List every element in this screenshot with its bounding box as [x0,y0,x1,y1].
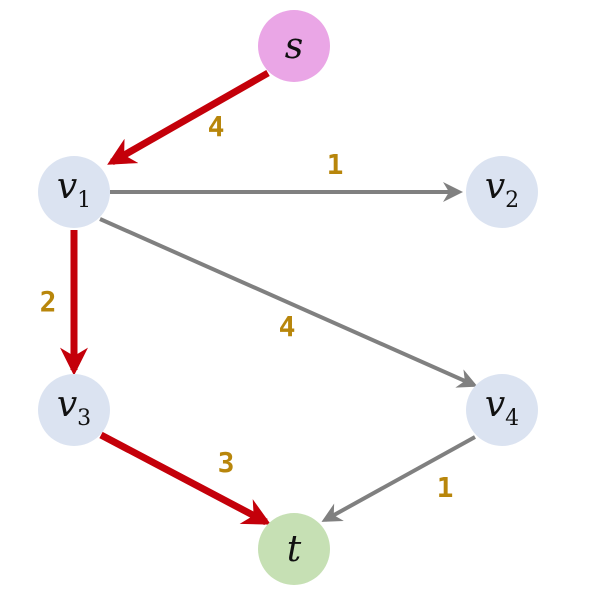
nodes-layer: s v1 v2 v3 v4 t [38,10,538,585]
weight-label-v1-v2: 1 [327,148,344,181]
weight-label-v1-v4: 4 [279,310,296,343]
weights-layer: 4 1 2 4 3 1 [40,110,454,504]
weight-label-v1-v3: 2 [40,285,57,318]
node-t: t [258,513,330,585]
node-v4-circle [466,374,538,446]
weight-label-s-v1: 4 [208,110,225,143]
node-v2-label: v2 [485,166,519,213]
node-v4-label: v4 [485,384,519,431]
weight-label-v3-t: 3 [218,446,235,479]
edge-v1-v4 [99,217,478,388]
node-v2: v2 [466,156,538,228]
node-v1: v1 [38,156,110,228]
node-v1-circle [38,156,110,228]
node-s-circle [258,10,330,82]
edge-s-v1 [107,69,270,166]
edge-v3-t [99,431,271,526]
node-v3-circle [38,374,110,446]
node-v3: v3 [38,374,110,446]
node-v2-circle [466,156,538,228]
node-t-label: t [287,529,302,570]
node-v3-label: v3 [57,384,91,431]
node-s: s [258,10,330,82]
weight-label-v4-t: 1 [437,471,454,504]
edge-v4-t [321,435,476,522]
node-s-label: s [285,26,303,67]
node-t-circle [258,513,330,585]
node-v1-label: v1 [57,166,91,213]
node-v4: v4 [466,374,538,446]
edges-layer [60,69,478,526]
